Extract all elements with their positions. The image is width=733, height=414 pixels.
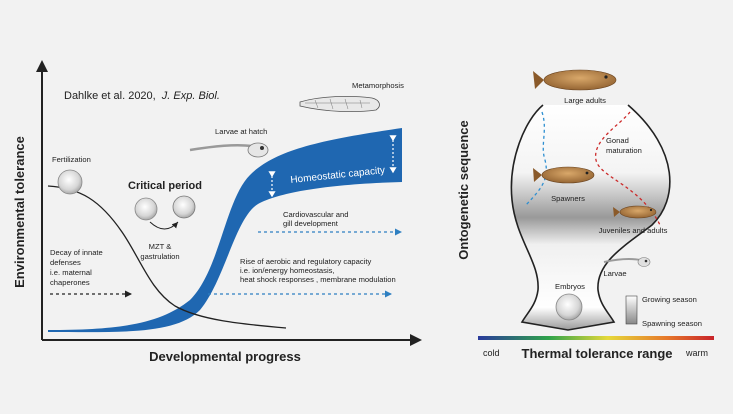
left-y-axis-arrowhead [36, 60, 48, 72]
larva-image [189, 142, 269, 158]
growing-season-label: Growing season [642, 295, 697, 304]
cardio-label-2: gill development [283, 219, 339, 228]
embryo-image [555, 293, 583, 321]
rise-label-1: Rise of aerobic and regulatory capacity [240, 257, 371, 266]
gonad-label-2: maturation [606, 146, 642, 155]
decay-label-2: defenses [50, 258, 81, 267]
citation: Dahlke et al. 2020, J. Exp. Biol. [64, 90, 220, 102]
warm-label: warm [685, 348, 708, 358]
season-legend-bar [625, 295, 638, 325]
citation-journal: J. Exp. Biol. [161, 90, 220, 102]
left-y-axis-label: Environmental tolerance [12, 136, 27, 288]
right-y-axis-label: Ontogenetic sequence [456, 120, 471, 259]
decay-label-3: i.e. maternal [50, 268, 92, 277]
large-adults-label: Large adults [564, 96, 606, 105]
juvenile-fish-image [613, 205, 657, 219]
citation-prefix: Dahlke et al. 2020, [64, 90, 156, 102]
warm-limit-dashed [595, 111, 661, 226]
thermal-gradient-bar [478, 336, 714, 340]
left-x-axis-arrowhead [410, 334, 422, 346]
right-x-axis-label: Thermal tolerance range [522, 346, 673, 361]
curved-arrow [149, 221, 179, 230]
cardio-label-1: Cardiovascular and [283, 210, 348, 219]
cold-limit-dashed [525, 111, 547, 206]
right-panel: Ontogenetic sequence Large adults Gonad … [456, 69, 714, 361]
larvae-image [603, 257, 651, 267]
cold-label: cold [483, 348, 500, 358]
metamorphosis-label: Metamorphosis [352, 81, 404, 90]
mzt-label-1: MZT & [149, 242, 172, 251]
decay-curve [47, 185, 287, 329]
spawner-fish-image [533, 166, 595, 184]
homeostatic-capacity-band [48, 128, 402, 333]
decay-label-1: Decay of innate [50, 248, 103, 257]
rise-label-3: heat shock responses , membrane modulati… [240, 275, 396, 284]
spawners-label: Spawners [551, 194, 585, 203]
gonad-label-1: Gonad [606, 136, 629, 145]
larvae-label: Larvae [603, 269, 626, 278]
juveniles-label: Juveniles and adults [599, 226, 668, 235]
egg-image-1 [134, 197, 158, 221]
fertilization-label: Fertilization [52, 155, 91, 164]
large-adult-fish-image [533, 69, 617, 91]
metamorphosis-larva-image [299, 95, 380, 113]
critical-period-label: Critical period [128, 180, 202, 192]
larvae-at-hatch-label: Larvae at hatch [215, 127, 267, 136]
decay-label-4: chaperones [50, 278, 90, 287]
left-panel: Environmental tolerance Developmental pr… [12, 60, 422, 364]
left-x-axis-label: Developmental progress [149, 349, 301, 364]
rise-label-2: i.e. ion/energy homeostasis, [240, 266, 335, 275]
spawning-season-label: Spawning season [642, 319, 702, 328]
mzt-label-2: gastrulation [140, 252, 179, 261]
embryos-label: Embryos [555, 282, 585, 291]
egg-image-2 [172, 195, 196, 219]
thermal-tolerance-envelope [510, 104, 671, 331]
fertilized-egg-image [57, 169, 83, 195]
